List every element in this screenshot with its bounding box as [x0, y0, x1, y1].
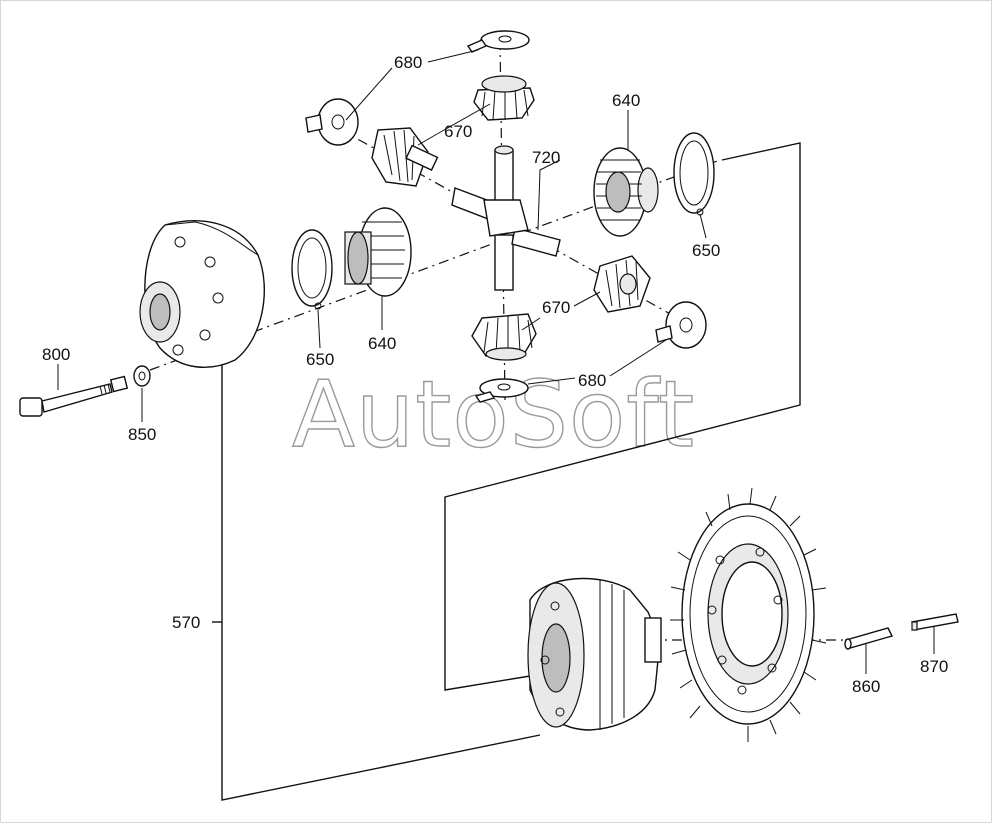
- thrust-washer-680-left: [305, 98, 359, 146]
- callout-850: 850: [128, 425, 156, 444]
- side-gear-640-left: [344, 207, 412, 297]
- washer-850: [133, 365, 151, 387]
- callout-640-left: 640: [368, 334, 396, 353]
- assembly-frame-lines: [212, 142, 801, 801]
- side-gear-640-right: [593, 147, 659, 237]
- callout-670-top: 670: [444, 122, 472, 141]
- differential-case-half: [139, 220, 265, 368]
- callout-800: 800: [42, 345, 70, 364]
- pin-860: [844, 627, 894, 650]
- ring-gear: [670, 487, 827, 742]
- bolt-800: [19, 375, 129, 417]
- callout-labels: 680 670 720 640 650 640 650 670 680 800 …: [42, 53, 948, 696]
- callout-650-right: 650: [692, 241, 720, 260]
- callout-670-bottom: 670: [542, 298, 570, 317]
- callout-720: 720: [532, 148, 560, 167]
- key-870: [911, 613, 959, 631]
- leader-lines: [57, 49, 935, 674]
- thrust-washer-650-left: [291, 229, 333, 310]
- callout-870: 870: [920, 657, 948, 676]
- pinion-gear-670-top: [473, 75, 535, 121]
- callout-680-bottom: 680: [578, 371, 606, 390]
- pinion-gear-670-bottom: [471, 313, 537, 361]
- callout-650-left: 650: [306, 350, 334, 369]
- pinion-gear-670-left: [371, 127, 439, 187]
- watermark-text: AutoSoft: [292, 361, 695, 468]
- thrust-washer-680-right: [655, 301, 707, 349]
- callout-640-right: 640: [612, 91, 640, 110]
- callout-860: 860: [852, 677, 880, 696]
- spider-cross-720: [451, 145, 561, 291]
- pinion-gear-670-right: [593, 255, 651, 313]
- thrust-washer-680-top: [466, 30, 530, 53]
- differential-case-main: [527, 577, 662, 731]
- thrust-washer-650-right: [673, 132, 715, 216]
- callout-680-top: 680: [394, 53, 422, 72]
- callout-570: 570: [172, 613, 200, 632]
- thrust-washer-680-bottom: [474, 378, 529, 403]
